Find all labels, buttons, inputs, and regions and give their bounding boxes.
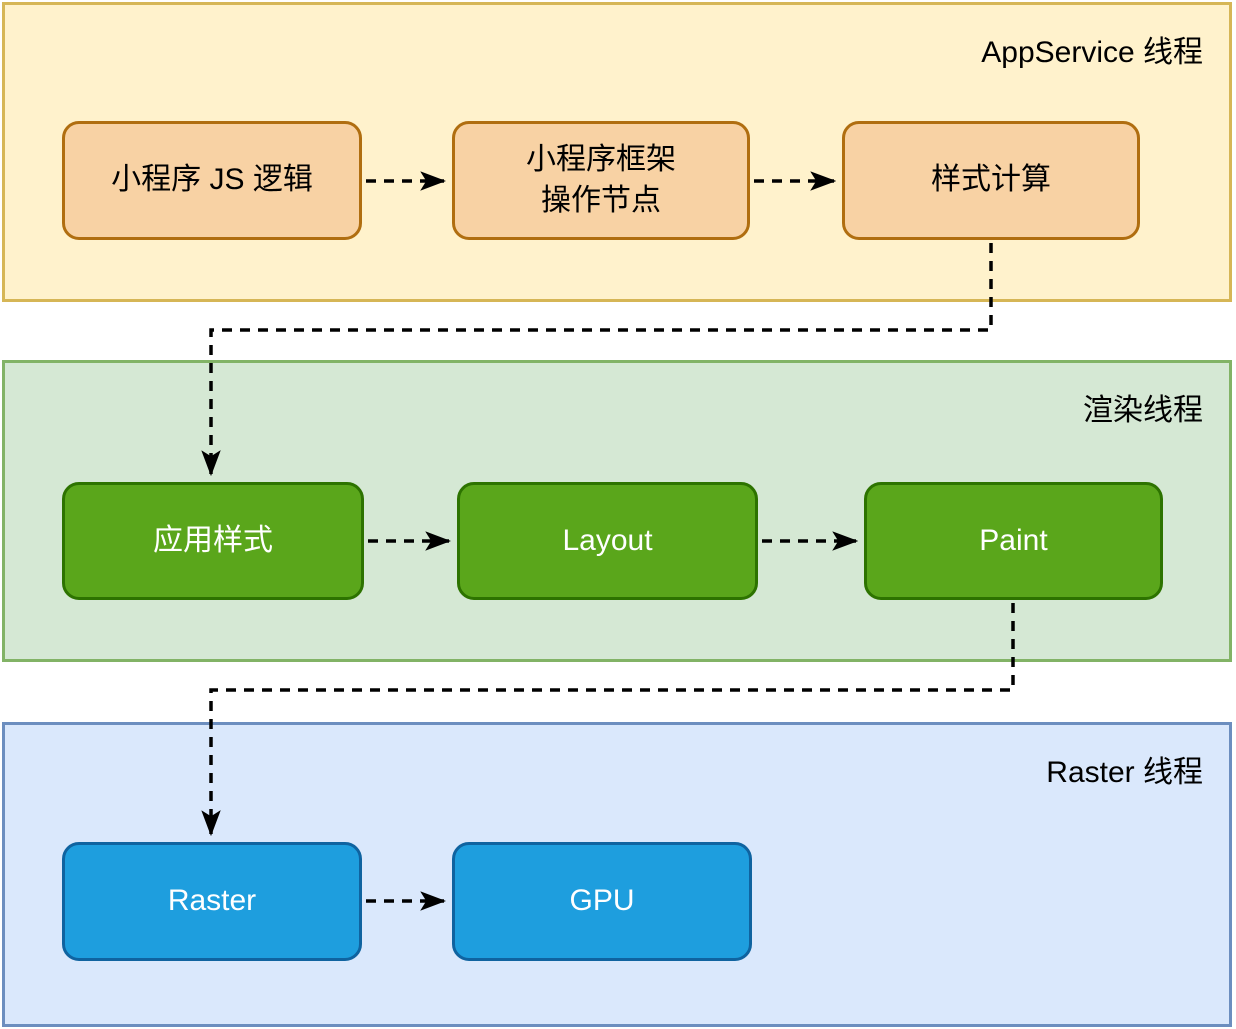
node-gpu: GPU: [452, 842, 752, 961]
node-raster: Raster: [62, 842, 362, 961]
node-paint: Paint: [864, 482, 1163, 600]
lane-raster-label: Raster 线程: [1046, 756, 1203, 789]
node-miniprogram-framework-operate-nodes: 小程序框架 操作节点: [452, 121, 750, 240]
node-apply-style: 应用样式: [62, 482, 364, 600]
node-layout: Layout: [457, 482, 758, 600]
node-style-calculation: 样式计算: [842, 121, 1140, 240]
lane-render-label: 渲染线程: [1083, 394, 1203, 427]
lane-appservice-label: AppService 线程: [981, 36, 1203, 69]
node-miniprogram-js-logic: 小程序 JS 逻辑: [62, 121, 362, 240]
